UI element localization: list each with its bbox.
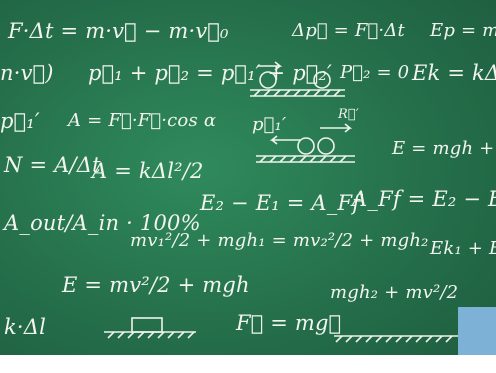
formula-r-prime: R⃗′ (337, 107, 359, 122)
formula-spring-work: A = kΔl²/2 (90, 159, 204, 183)
formula-work: A = F⃗·F⃗·cos α (66, 110, 216, 131)
formula-impulse-momentum: F·Δt = m·v⃗ − m·v⃗₀ (7, 19, 229, 43)
formula-kinetic-plus-potential: Ek₁ + Ep₁ (429, 238, 496, 259)
collision-sketch-top (250, 61, 345, 97)
formula-momentum-change: Δp⃗ = F⃗·Δt (291, 20, 405, 41)
formula-efficiency: A_out/A_in · 100% (2, 211, 201, 235)
formula-p1-prime: p⃗₁′ (252, 114, 286, 135)
formula-total-energy: E = mgh + mv²/2 (391, 138, 496, 159)
formula-power: N = A/Δt (3, 153, 101, 177)
formula-momentum-conservation: p⃗₁ + p⃗₂ = p⃗₁′ + p⃗₂′ (88, 61, 332, 85)
bottom-white-strip (0, 355, 496, 373)
formula-energy-conservation: mv₁²/2 + mgh₁ = mv₂²/2 + mgh₂ (130, 230, 429, 251)
formula-energy-sum: mgh₂ + mv²/2 (330, 282, 458, 303)
formula-elastic-energy: Ek = kΔl²/2 (411, 61, 496, 85)
formula-p2-zero: P⃗₂ = 0 (339, 62, 409, 83)
formula-p1-prime-left: p⃗₁′ (0, 109, 40, 133)
formula-fragment-left: n·v⃗) (0, 61, 54, 85)
formula-spring-force: k·Δl (4, 315, 46, 339)
formula-energy-change: E₂ − E₁ = A_Ff (199, 191, 363, 215)
formula-mechanical-energy: E = mv²/2 + mgh (61, 273, 250, 297)
formula-friction-work: A_Ff = E₂ − E₁ (350, 187, 496, 211)
formula-potential-energy: Ep = mgh (429, 20, 496, 41)
collision-sketch-bottom (256, 123, 355, 163)
spring-sketch (104, 317, 196, 339)
ground-sketch (334, 335, 458, 343)
formula-gravity-force: F⃗ = mg⃗ (235, 311, 341, 335)
